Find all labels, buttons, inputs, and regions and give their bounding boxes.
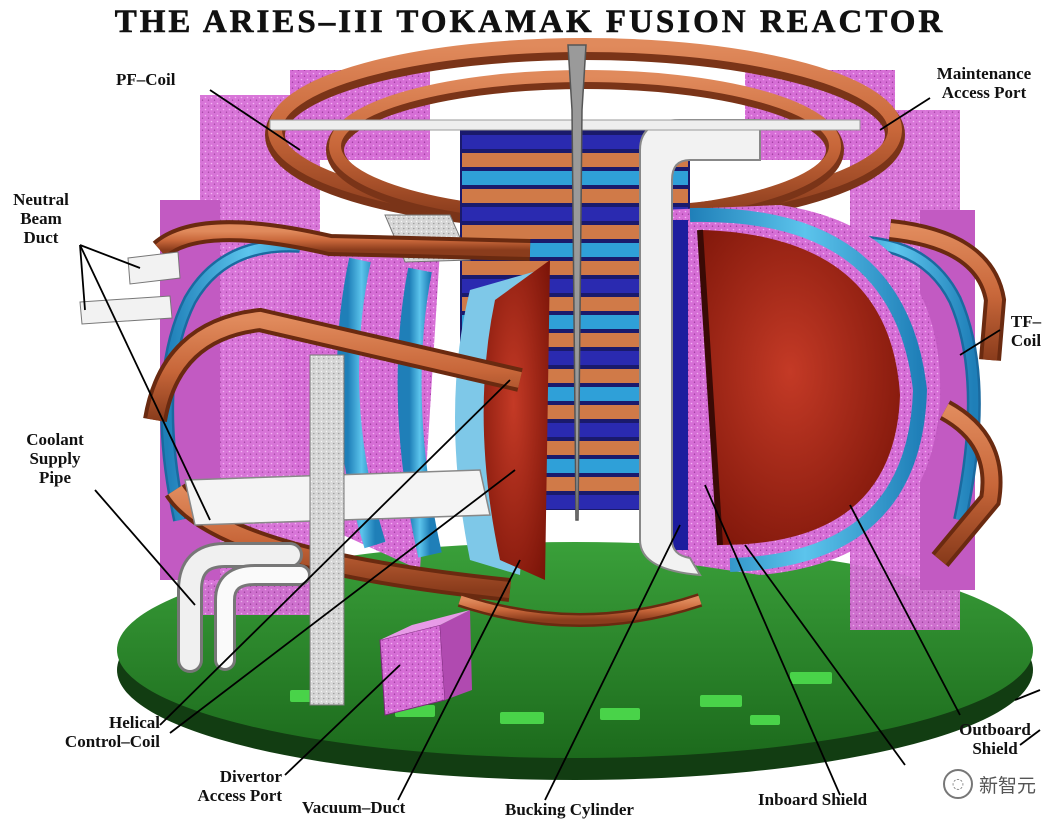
label-vacuum-duct: Vacuum–Duct [302,798,406,817]
central-rod [567,44,587,521]
chat-bubble-icon: ◌ [942,769,973,799]
label-pf-coil: PF–Coil [116,70,176,89]
neutral-beam-ducts [79,251,181,325]
watermark-text: 新智元 [978,774,1036,797]
lower-rings [457,593,703,627]
label-inboard-shield: Inboard Shield [758,790,868,809]
label-maintenance-access-port: Maintenance Access Port [936,64,1032,102]
label-tf-coil: TF– Coil [1010,312,1042,350]
base-platform [117,542,1033,780]
label-divertor-access-port: Divertor Access Port [197,767,283,805]
watermark: ◌ 新智元 [942,769,1036,799]
coolant-supply-pipe [177,542,311,673]
leader-lines [79,89,1041,801]
vacuum-duct-block [379,610,472,716]
right-cutaway [660,205,941,575]
label-bucking-cylinder: Bucking Cylinder [505,800,634,819]
diagram-title: THE ARIES–III TOKAMAK FUSION REACTOR [114,4,946,41]
support-column [309,354,345,706]
label-neutral-beam-duct: Neutral Beam Duct [13,190,69,247]
label-coolant-supply-pipe: Coolant Supply Pipe [26,430,84,487]
label-outboard-shield: Outboard Shield [959,720,1031,758]
label-helical-control-coil: Helical Control–Coil [64,713,160,751]
